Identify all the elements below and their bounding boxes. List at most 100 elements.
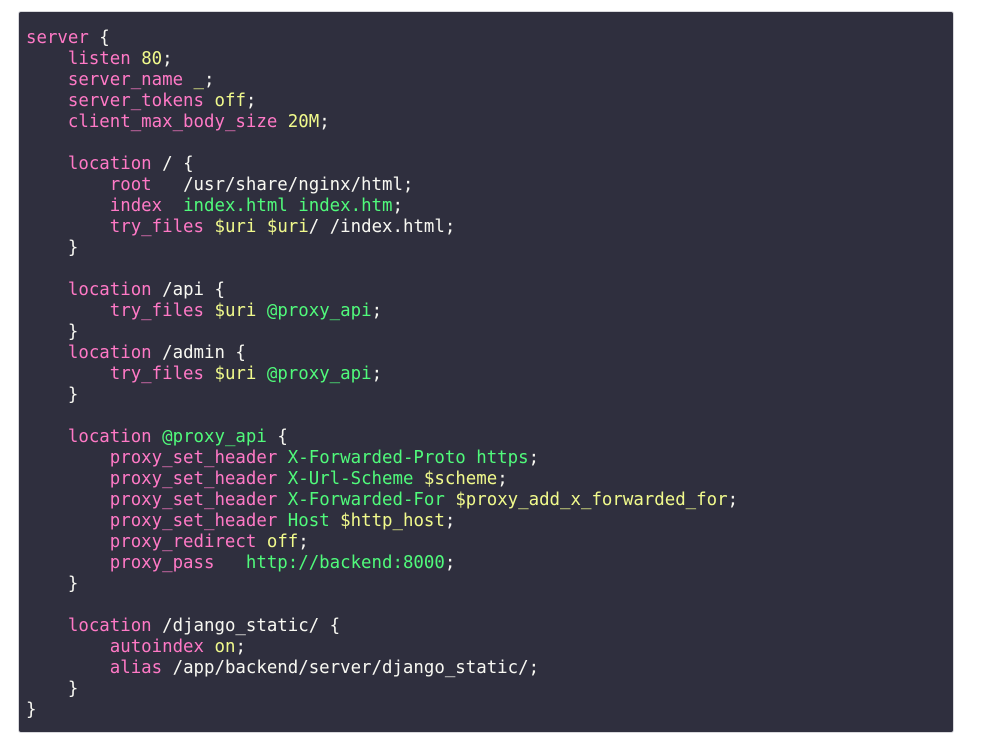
code-token [131,49,141,69]
code-token: autoindex [109,637,204,657]
code-token: server [26,28,89,48]
code-token: ; [444,511,456,531]
code-token [183,70,193,90]
code-token: try_files [109,364,204,384]
code-token [445,490,455,510]
code-token: listen [67,49,131,69]
code-token: } [26,385,79,405]
code-line: location @proxy_api { [26,427,738,448]
code-token: $http_host [340,511,445,531]
code-token: http://backend:8000 [245,553,445,573]
code-token: location [67,343,152,363]
code-token: ; [204,70,215,90]
code-line: alias /app/backend/server/django_static/… [26,658,738,679]
code-line: root /usr/share/nginx/html; [26,175,738,196]
code-token: /django_static/ { [151,616,341,636]
code-token: } [26,238,79,258]
code-line: server_tokens off; [26,91,738,112]
code-token: { [88,28,110,48]
code-token: / /index.html; [308,217,456,237]
code-token [26,364,110,384]
code-line: client_max_body_size 20M; [26,112,738,133]
code-line: listen 80; [26,49,738,70]
code-token: $uri [266,217,309,237]
code-line: location /django_static/ { [26,616,738,637]
code-line [26,595,738,616]
code-token: } [26,679,79,699]
code-token [26,511,110,531]
code-line: } [26,238,738,259]
code-token [26,490,110,510]
code-line: location / { [26,154,738,175]
code-token [277,490,287,510]
code-token: location [67,154,152,174]
code-token: $scheme [423,469,498,489]
code-token: ; [245,91,257,111]
code-token: $uri [214,364,257,384]
code-line: } [26,574,738,595]
code-token: server_tokens [67,91,205,111]
code-token: ; [235,637,246,657]
code-token [26,658,110,678]
code-token [26,532,110,552]
code-token [26,91,68,111]
code-token: index.html index.htm [183,196,393,216]
code-line: } [26,700,738,721]
code-line: location /api { [26,280,738,301]
code-line: proxy_pass http://backend:8000; [26,553,738,574]
code-token [256,217,266,237]
code-token: } [26,322,79,342]
code-line [26,133,738,154]
code-token [204,364,214,384]
code-token [26,343,68,363]
code-line: } [26,322,738,343]
code-token [26,112,68,132]
code-token [256,532,266,552]
code-token: X-Url-Scheme [287,469,414,489]
code-token: off [214,91,246,111]
code-token: @proxy_api [266,364,372,384]
code-token [277,112,287,132]
code-token [26,196,110,216]
code-token: ; [298,532,309,552]
code-token: /app/backend/server/django_static/; [162,658,540,678]
code-token: try_files [109,301,204,321]
code-token [26,637,110,657]
code-line: } [26,385,738,406]
code-token: /usr/share/nginx/html; [151,175,414,195]
code-token: _ [193,70,205,90]
code-token: ; [727,490,739,510]
code-token [330,511,340,531]
code-line: proxy_set_header X-Forwarded-Proto https… [26,448,738,469]
code-token [26,553,110,573]
code-token [26,70,68,90]
code-token: server_name [67,70,184,90]
code-token [413,469,423,489]
code-line: try_files $uri @proxy_api; [26,364,738,385]
code-token: on [214,637,236,657]
code-line: proxy_set_header X-Url-Scheme $scheme; [26,469,738,490]
code-line [26,406,738,427]
code-token [26,154,68,174]
code-token: ; [528,448,540,468]
code-token: Host [287,511,330,531]
code-token: proxy_set_header [109,490,278,510]
code-line: index index.html index.htm; [26,196,738,217]
code-token: try_files [109,217,204,237]
code-token [277,511,287,531]
code-block: server { listen 80; server_name _; serve… [18,11,954,733]
code-token: index [109,196,163,216]
code-token [256,364,266,384]
code-token [26,301,110,321]
code-line: proxy_set_header Host $http_host; [26,511,738,532]
code-token: ; [371,364,383,384]
code-token: { [266,427,288,447]
code-token: proxy_set_header [109,511,278,531]
code-line: autoindex on; [26,637,738,658]
code-line: location /admin { [26,343,738,364]
code-token [26,175,110,195]
code-token [26,280,68,300]
code-token: X-Forwarded-For [287,490,445,510]
code-token: ; [162,49,173,69]
code-token [256,301,266,321]
